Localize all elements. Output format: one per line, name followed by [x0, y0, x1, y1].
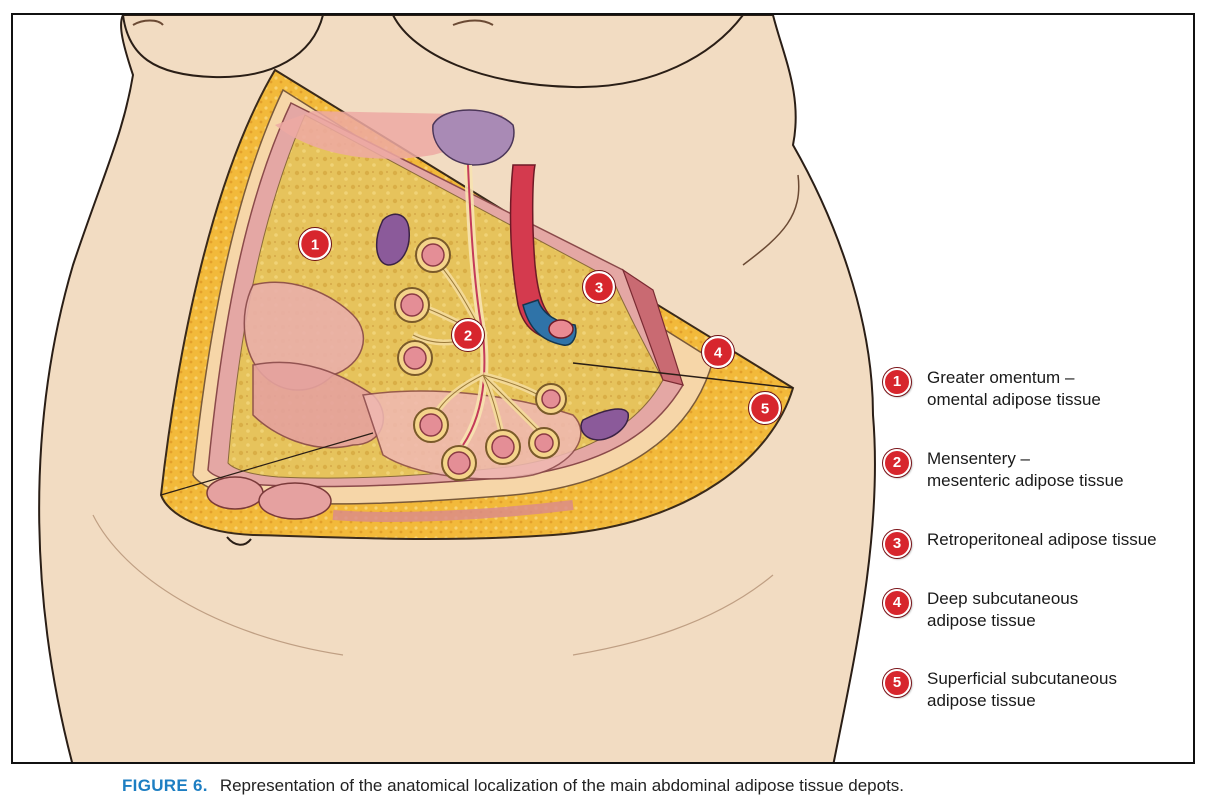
marker-2: 2: [451, 318, 485, 352]
marker-2-label: 2: [464, 328, 472, 345]
marker-5: 5: [748, 391, 782, 425]
numbered-marker-icon: 1: [883, 368, 911, 396]
legend-line-2: adipose tissue: [927, 611, 1036, 630]
numbered-marker-icon: 2: [883, 449, 911, 477]
numbered-marker-icon: 3: [883, 530, 911, 558]
abdomen-illustration: 1 2 3 4 5: [38, 15, 876, 762]
legend-line-1: Retroperitoneal adipose tissue: [927, 530, 1157, 549]
legend-line-1: Deep subcutaneous: [927, 589, 1079, 608]
marker-3-label: 3: [595, 280, 603, 297]
legend-line-2: omental adipose tissue: [927, 390, 1101, 409]
figure-frame: 1 2 3 4 5 1 Greater omentum – o: [11, 13, 1195, 764]
marker-4-label: 4: [714, 345, 723, 362]
marker-1: 1: [298, 227, 332, 261]
marker-3: 3: [582, 270, 616, 304]
numbered-marker-icon: 5: [883, 669, 911, 697]
legend-text: Deep subcutaneous adipose tissue: [927, 588, 1078, 632]
legend-line-1: Mensentery –: [927, 449, 1030, 468]
marker-4: 4: [701, 335, 735, 369]
legend-text: Mensentery – mesenteric adipose tissue: [927, 448, 1124, 492]
intestine-loops: [394, 237, 567, 481]
marker-5-label: 5: [761, 401, 769, 418]
legend-text: Superficial subcutaneous adipose tissue: [927, 668, 1117, 712]
legend-line-2: mesenteric adipose tissue: [927, 471, 1124, 490]
visceral-organs: [160, 109, 794, 522]
legend-text: Retroperitoneal adipose tissue: [927, 529, 1157, 551]
legend-line-1: Greater omentum –: [927, 368, 1075, 387]
caption-label: FIGURE 6.: [122, 776, 208, 795]
legend-text: Greater omentum – omental adipose tissue: [927, 367, 1101, 411]
figure-caption: FIGURE 6. Representation of the anatomica…: [122, 776, 904, 796]
legend-line-1: Superficial subcutaneous: [927, 669, 1117, 688]
marker-1-label: 1: [311, 237, 319, 254]
numbered-marker-icon: 4: [883, 589, 911, 617]
legend-line-2: adipose tissue: [927, 691, 1036, 710]
caption-text: Representation of the anatomical localiz…: [219, 776, 905, 795]
